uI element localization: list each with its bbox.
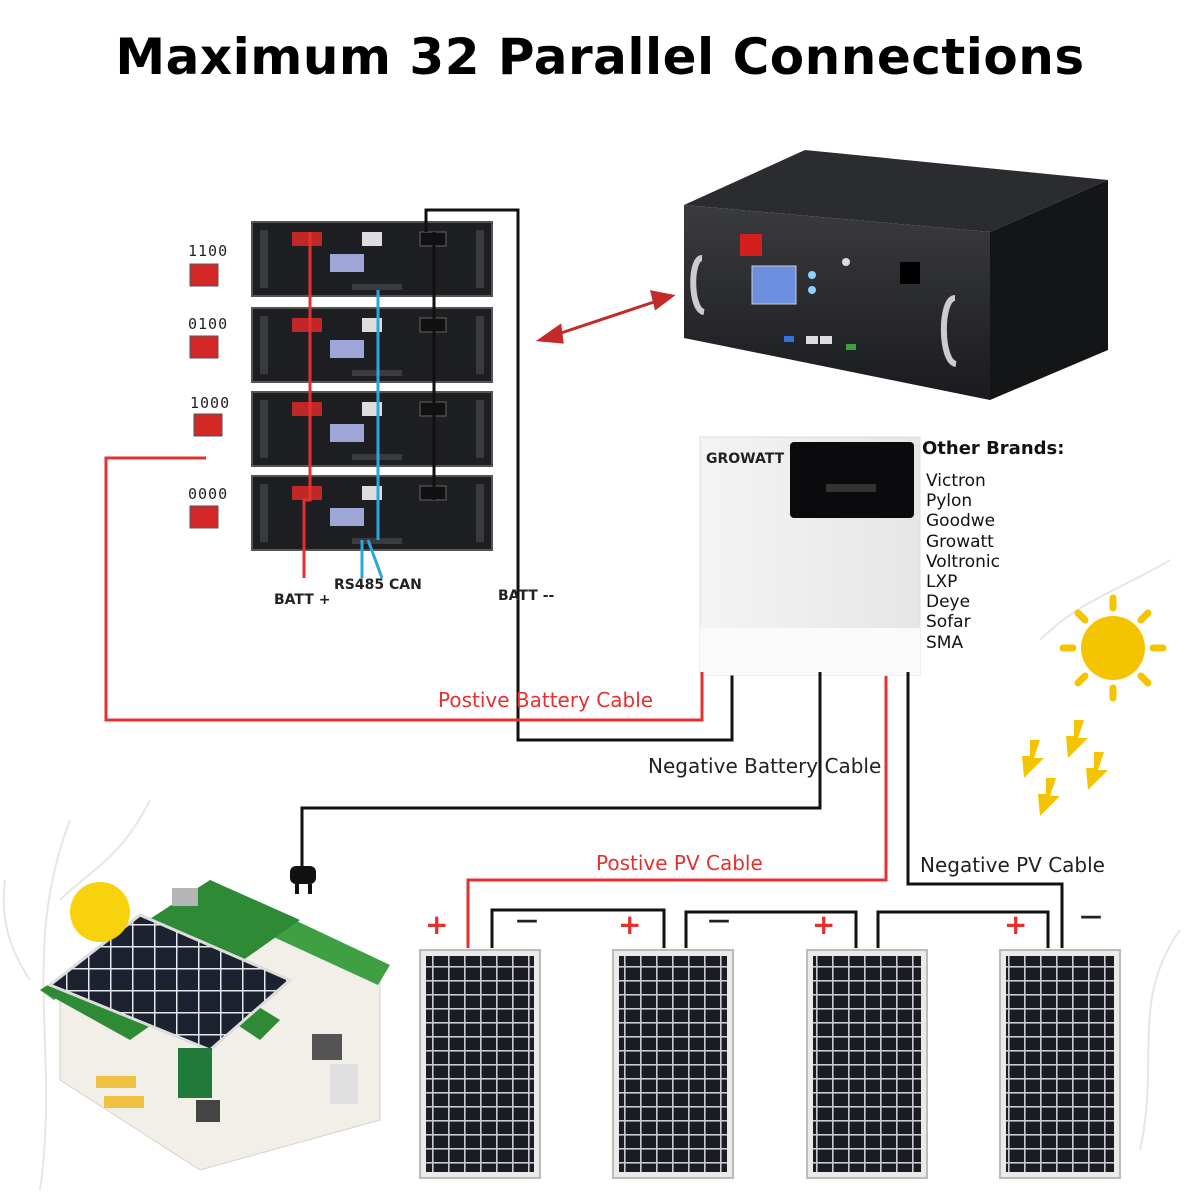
other-brands-heading: Other Brands: [922,438,1065,459]
negative-battery-cable-label: Negative Battery Cable [648,754,882,778]
battery-stack [251,221,493,551]
brand-item: Goodwe [926,511,996,532]
page-title: Maximum 32 Parallel Connections [115,28,1085,86]
minus-marker: — [516,908,538,933]
rack-battery [684,150,1108,400]
solar-panel [806,949,928,1179]
inverter-device [699,436,921,676]
dip-code-label: 1000 [190,394,231,412]
battery-unit [251,475,493,551]
solar-panel [999,949,1121,1179]
solar-panel [419,949,541,1179]
background-branches [2,559,1181,1191]
inverter-brand-label: GROWATT [706,451,785,467]
minus-marker: — [708,908,730,933]
other-brands-list: Victron Pylon Goodwe Growatt Voltronic L… [926,471,1000,653]
dip-code-label: 0000 [188,485,229,503]
brand-item: Voltronic [926,551,1000,572]
stack-cables [302,208,734,742]
solar-panel [612,949,734,1179]
brand-item: Victron [926,471,986,491]
plus-marker: + [618,908,642,941]
brand-item: Deye [926,592,971,613]
negative-pv-cable-label: Negative PV Cable [920,853,1105,877]
brand-item: Growatt [926,531,994,552]
brand-item: LXP [926,572,958,593]
dip-code-label: 0100 [188,315,229,333]
battery-unit [251,391,493,467]
battery-unit [251,221,493,297]
positive-battery-cable-label: Postive Battery Cable [438,688,654,712]
plus-marker: + [425,908,449,941]
sunlight-arrows-icon [1022,720,1108,816]
batt-negative-label: BATT -- [498,588,555,604]
solar-panels [419,949,1121,1179]
brand-item: Pylon [926,491,973,512]
dip-code-label: 1100 [188,242,229,260]
minus-marker: — [1080,904,1102,929]
plug-icon [290,866,316,894]
brand-item: Sofar [926,612,971,633]
house-illustration [40,880,390,1171]
plus-marker: + [812,908,836,941]
external-cables [104,456,1064,948]
rs485-can-label: RS485 CAN [334,577,422,593]
brand-item: SMA [926,632,964,653]
dip-switch-icons [189,263,223,529]
battery-unit [251,307,493,383]
positive-pv-cable-label: Postive PV Cable [596,851,763,875]
batt-positive-label: BATT + [274,592,331,608]
double-arrow-icon [535,290,676,344]
plus-marker: + [1004,908,1028,941]
sun-icon [1059,594,1167,702]
